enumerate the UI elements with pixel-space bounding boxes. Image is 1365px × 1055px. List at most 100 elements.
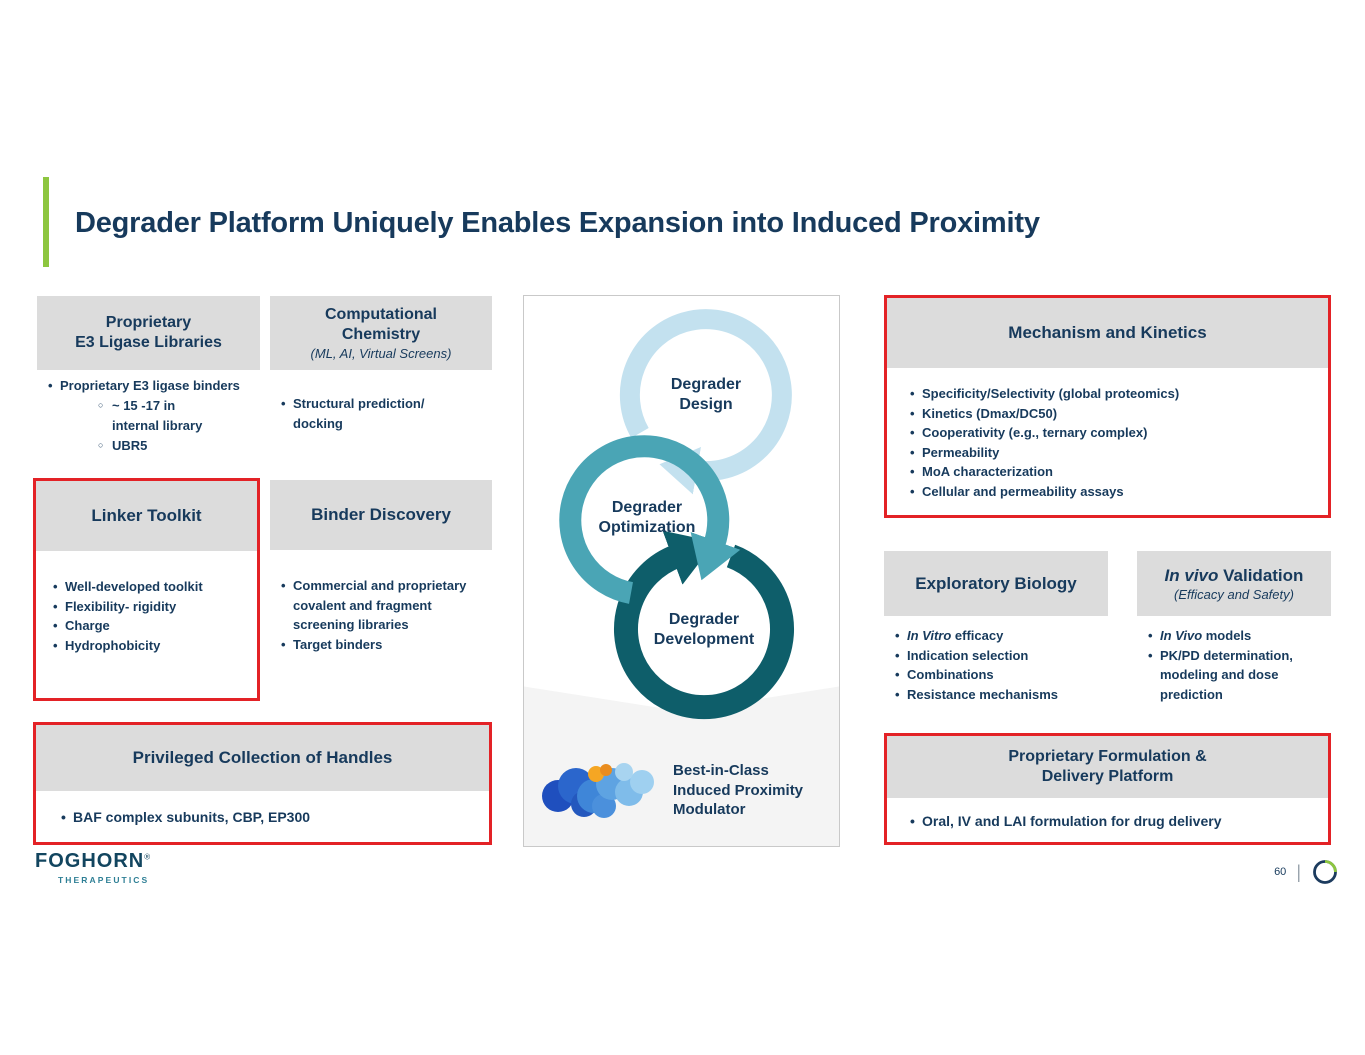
- linker-toolkit-header: Linker Toolkit: [36, 481, 257, 551]
- bullet-text-italic: In Vitro: [907, 628, 952, 643]
- protein-structure-image: [542, 763, 654, 818]
- list-item: Cooperativity (e.g., ternary complex): [909, 423, 1319, 443]
- step-degrader-development: Degrader Development: [653, 611, 755, 648]
- bullet-text: Hydrophobicity: [65, 637, 161, 653]
- registered-mark: ®: [144, 852, 152, 862]
- bullet-text: Cooperativity (e.g., ternary complex): [922, 425, 1148, 440]
- degrader-cycle-panel: Degrader Design Degrader Optimization De…: [523, 295, 840, 847]
- mechanism-kinetics-list: Specificity/Selectivity (global proteomi…: [909, 384, 1319, 501]
- bullet-text: Well-developed toolkit: [65, 579, 203, 594]
- bullet-text: Oral, IV and LAI formulation for drug de…: [922, 813, 1222, 829]
- e3-libraries-list: Proprietary E3 ligase binders ~ 15 -17 i…: [47, 376, 252, 456]
- list-item: In Vivo models: [1147, 626, 1332, 646]
- best-in-class-caption: Best-in-Class Induced Proximity Modulato…: [673, 762, 804, 818]
- list-item: Structural prediction/ docking: [280, 394, 465, 433]
- formulation-delivery-header: Proprietary Formulation & Delivery Platf…: [887, 736, 1328, 798]
- step-degrader-design: Degrader Design: [670, 376, 742, 413]
- in-vivo-validation-header: In vivo Validation (Efficacy and Safety): [1137, 551, 1331, 616]
- list-item: Kinetics (Dmax/DC50): [909, 404, 1319, 424]
- e3-libraries-header-label: Proprietary E3 Ligase Libraries: [75, 314, 222, 351]
- list-item: PK/PD determination, modeling and dose p…: [1147, 646, 1332, 705]
- list-item: Charge: [52, 616, 252, 636]
- header-rest-part: Validation: [1218, 565, 1304, 585]
- bullet-text: Cellular and permeability assays: [922, 483, 1124, 499]
- list-item: Combinations: [894, 665, 1106, 685]
- privileged-handles-box: Privileged Collection of Handles BAF com…: [33, 722, 492, 845]
- computational-chemistry-header: Computational Chemistry (ML, AI, Virtual…: [270, 296, 492, 370]
- linker-toolkit-list: Well-developed toolkit Flexibility- rigi…: [52, 577, 252, 655]
- privileged-handles-list: BAF complex subunits, CBP, EP300: [60, 807, 480, 828]
- bullet-text: models: [1202, 628, 1252, 643]
- list-item: Indication selection: [894, 646, 1106, 666]
- in-vivo-validation-subtitle: (Efficacy and Safety): [1174, 587, 1294, 603]
- exploratory-biology-header: Exploratory Biology: [884, 551, 1108, 616]
- list-item: Well-developed toolkit: [52, 577, 252, 597]
- list-item: In Vitro efficacy: [894, 626, 1106, 646]
- bullet-text: Specificity/Selectivity (global proteomi…: [922, 386, 1180, 401]
- privileged-handles-header: Privileged Collection of Handles: [36, 725, 489, 791]
- cycle-arrows-diagram: [559, 309, 794, 720]
- footer-divider: |: [1296, 861, 1301, 882]
- bullet-text: Indication selection: [907, 647, 1029, 663]
- foghorn-logo-tagline: THERAPEUTICS: [58, 875, 150, 885]
- formulation-delivery-list: Oral, IV and LAI formulation for drug de…: [909, 811, 1319, 832]
- page-number: 60: [1274, 866, 1287, 878]
- title-accent-bar: [43, 177, 49, 267]
- foghorn-logo-name: FOGHORN®: [35, 850, 151, 873]
- computational-chemistry-list: Structural prediction/ docking: [280, 394, 465, 433]
- slide-title: Degrader Platform Uniquely Enables Expan…: [75, 207, 1040, 239]
- linker-toolkit-box: Linker Toolkit Well-developed toolkit Fl…: [33, 478, 260, 701]
- list-item: Specificity/Selectivity (global proteomi…: [909, 384, 1319, 404]
- bullet-text: Structural prediction/ docking: [293, 396, 425, 431]
- bullet-text: BAF complex subunits, CBP, EP300: [73, 809, 311, 825]
- bullet-text: MoA characterization: [922, 464, 1053, 479]
- header-italic-part: In vivo: [1164, 565, 1219, 585]
- list-item: Oral, IV and LAI formulation for drug de…: [909, 811, 1319, 832]
- mechanism-kinetics-box: Mechanism and Kinetics Specificity/Selec…: [884, 295, 1331, 518]
- list-item: BAF complex subunits, CBP, EP300: [60, 807, 480, 828]
- bullet-text: Target binders: [293, 636, 383, 652]
- list-item: Resistance mechanisms: [894, 685, 1106, 705]
- formulation-delivery-box: Proprietary Formulation & Delivery Platf…: [884, 733, 1331, 845]
- list-item: Permeability: [909, 443, 1319, 463]
- linker-toolkit-header-label: Linker Toolkit: [91, 506, 202, 526]
- bullet-text: Kinetics (Dmax/DC50): [922, 405, 1058, 421]
- privileged-handles-header-label: Privileged Collection of Handles: [132, 748, 393, 768]
- mechanism-kinetics-header-label: Mechanism and Kinetics: [1008, 323, 1207, 343]
- list-item: Commercial and proprietary covalent and …: [280, 576, 480, 635]
- list-item: MoA characterization: [909, 462, 1319, 482]
- bullet-text: Flexibility- rigidity: [65, 598, 177, 614]
- logo-text: FOGHORN: [35, 850, 145, 872]
- step-degrader-optimization: Degrader Optimization: [598, 499, 696, 536]
- computational-chemistry-title: Computational Chemistry: [325, 306, 437, 343]
- list-item: Flexibility- rigidity: [52, 597, 252, 617]
- page-footer: 60 |: [1274, 858, 1339, 886]
- e3-libraries-sub-list: ~ 15 -17 in internal library UBR5: [98, 396, 252, 456]
- bullet-text: efficacy: [951, 628, 1004, 643]
- in-vivo-validation-header-label: In vivo Validation: [1165, 565, 1304, 586]
- binder-discovery-header: Binder Discovery: [270, 480, 492, 550]
- bullet-text: ~ 15 -17 in internal library: [112, 397, 203, 433]
- bullet-text: Combinations: [907, 667, 994, 682]
- binder-discovery-header-label: Binder Discovery: [311, 505, 451, 525]
- list-item: Cellular and permeability assays: [909, 482, 1319, 502]
- bullet-text-italic: In Vivo: [1160, 628, 1203, 643]
- list-item: ~ 15 -17 in internal library: [98, 396, 216, 436]
- foghorn-logo: FOGHORN® THERAPEUTICS: [35, 850, 151, 885]
- e3-libraries-header: Proprietary E3 Ligase Libraries: [37, 296, 260, 370]
- list-item: Hydrophobicity: [52, 636, 252, 656]
- bullet-text: UBR5: [112, 437, 148, 453]
- bullet-text: Resistance mechanisms: [907, 686, 1059, 702]
- exploratory-biology-list: In Vitro efficacy Indication selection C…: [894, 626, 1106, 704]
- formulation-delivery-header-label: Proprietary Formulation & Delivery Platf…: [1008, 748, 1207, 785]
- list-item: Proprietary E3 ligase binders ~ 15 -17 i…: [47, 376, 252, 456]
- bullet-text: PK/PD determination, modeling and dose p…: [1160, 647, 1293, 702]
- computational-chemistry-subtitle: (ML, AI, Virtual Screens): [310, 346, 452, 361]
- bullet-text: Proprietary E3 ligase binders: [60, 378, 240, 393]
- exploratory-biology-header-label: Exploratory Biology: [915, 573, 1077, 593]
- bullet-text: Permeability: [922, 444, 1000, 460]
- bullet-text: Charge: [65, 618, 110, 633]
- bullet-text: Commercial and proprietary covalent and …: [293, 578, 467, 632]
- in-vivo-validation-list: In Vivo models PK/PD determination, mode…: [1147, 626, 1332, 704]
